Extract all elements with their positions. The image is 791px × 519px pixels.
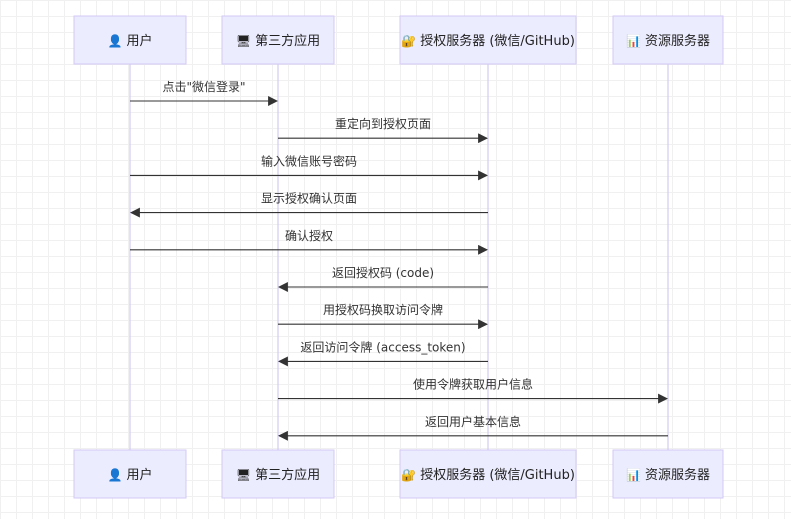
participant-label: 📊 资源服务器: [626, 33, 710, 49]
monitor-icon: 🖥: [236, 468, 251, 482]
message-6: 返回授权码 (code): [278, 265, 488, 292]
participant-box: [612, 15, 724, 65]
message-label: 使用令牌获取用户信息: [413, 377, 533, 392]
participant-auth-top: 🔐 授权服务器 (微信/GitHub): [399, 15, 577, 65]
participant-user-top: 👤 用户: [73, 15, 187, 65]
lifelines: [129, 64, 669, 450]
participant-box: [612, 449, 724, 499]
participant-box: [221, 449, 335, 499]
message-label: 显示授权确认页面: [261, 191, 357, 206]
message-label: 返回访问令牌 (access_token): [300, 339, 465, 354]
participant-name: 资源服务器: [645, 33, 710, 49]
person-icon: 👤: [107, 34, 122, 48]
participant-box: [399, 449, 577, 499]
participant-label: 🖥 第三方应用: [236, 33, 320, 49]
participants: 👤 用户👤 用户🖥 第三方应用🖥 第三方应用🔐 授权服务器 (微信/GitHub…: [73, 15, 724, 499]
message-label: 重定向到授权页面: [335, 116, 431, 131]
participant-label: 👤 用户: [107, 467, 152, 483]
participant-name: 用户: [127, 33, 153, 49]
participant-box: [73, 15, 187, 65]
message-3: 输入微信账号密码: [130, 153, 488, 181]
participant-name: 第三方应用: [255, 33, 320, 49]
participant-label: 📊 资源服务器: [626, 467, 710, 483]
monitor-icon: 🖥: [236, 34, 251, 48]
lock-key-icon: 🔐: [401, 468, 416, 482]
message-7: 用授权码换取访问令牌: [278, 302, 488, 330]
participant-app-top: 🖥 第三方应用: [221, 15, 335, 65]
message-label: 点击"微信登录": [162, 79, 245, 94]
messages: 点击"微信登录" 重定向到授权页面输入微信账号密码显示授权确认页面确认授权返回授权…: [130, 79, 668, 441]
message-4: 显示授权确认页面: [130, 191, 488, 218]
participant-resource-top: 📊 资源服务器: [612, 15, 724, 65]
message-1: 点击"微信登录": [130, 79, 278, 106]
participant-user-bottom: 👤 用户: [73, 449, 187, 499]
message-5: 确认授权: [130, 228, 488, 255]
participant-label: 👤 用户: [107, 33, 152, 49]
bar-chart-icon: 📊: [626, 468, 641, 482]
message-label: 返回用户基本信息: [425, 414, 521, 429]
participant-box: [221, 15, 335, 65]
participant-name: 用户: [127, 467, 153, 483]
participant-name: 第三方应用: [255, 467, 320, 483]
participant-auth-bottom: 🔐 授权服务器 (微信/GitHub): [399, 449, 577, 499]
lock-key-icon: 🔐: [401, 34, 416, 48]
message-label: 输入微信账号密码: [261, 153, 357, 168]
message-label: 用授权码换取访问令牌: [323, 302, 443, 317]
participant-label: 🖥 第三方应用: [236, 467, 320, 483]
participant-name: 授权服务器 (微信/GitHub): [420, 33, 575, 49]
participant-box: [73, 449, 187, 499]
message-label: 返回授权码 (code): [332, 265, 434, 280]
participant-label: 🔐 授权服务器 (微信/GitHub): [401, 467, 575, 483]
participant-name: 授权服务器 (微信/GitHub): [420, 467, 575, 483]
bar-chart-icon: 📊: [626, 34, 641, 48]
participant-name: 资源服务器: [645, 467, 710, 483]
participant-app-bottom: 🖥 第三方应用: [221, 449, 335, 499]
message-9: 使用令牌获取用户信息: [278, 377, 668, 404]
message-10: 返回用户基本信息: [278, 414, 668, 441]
participant-resource-bottom: 📊 资源服务器: [612, 449, 724, 499]
participant-label: 🔐 授权服务器 (微信/GitHub): [401, 33, 575, 49]
message-2: 重定向到授权页面: [278, 116, 488, 144]
person-icon: 👤: [107, 468, 122, 482]
message-label: 确认授权: [285, 228, 333, 243]
participant-box: [399, 15, 577, 65]
message-8: 返回访问令牌 (access_token): [278, 339, 488, 367]
